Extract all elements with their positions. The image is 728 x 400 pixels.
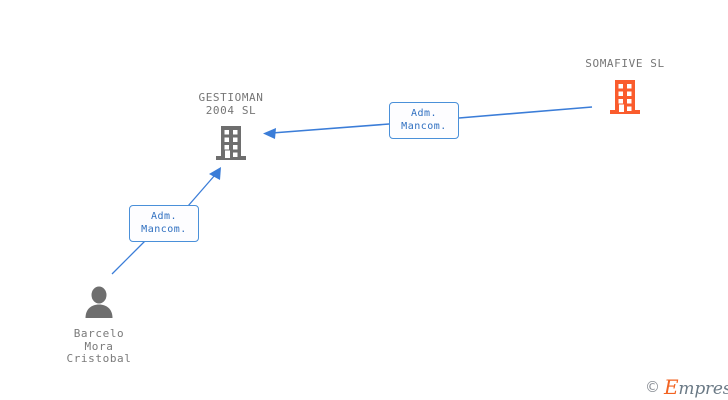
brand-rest: mpresia — [678, 379, 728, 399]
brand-initial: E — [664, 375, 679, 399]
node-gestioman-label: GESTIOMAN 2004 SL — [198, 91, 264, 117]
building-icon — [214, 123, 248, 167]
node-somafive[interactable]: SOMAFIVE SL — [560, 57, 690, 121]
person-icon — [82, 286, 116, 322]
node-barcelo-mora-cristobal[interactable]: Barcelo Mora Cristobal — [44, 286, 154, 366]
building-icon — [608, 77, 642, 121]
edge-label-barcelo-gestioman[interactable]: Adm. Mancom. — [129, 205, 199, 242]
brand-name: Empresia — [664, 375, 728, 399]
node-gestioman[interactable]: GESTIOMAN 2004 SL — [171, 91, 291, 167]
arrowhead-to-gestioman-left — [209, 167, 221, 180]
copyright-icon: © — [645, 378, 660, 396]
node-somafive-label: SOMAFIVE SL — [585, 57, 665, 70]
edge-label-somafive-gestioman[interactable]: Adm. Mancom. — [389, 102, 459, 139]
node-barcelo-label: Barcelo Mora Cristobal — [66, 327, 132, 365]
edge-line-label-to-gestioman-diag — [187, 174, 216, 207]
watermark-empresia: © Empresia — [645, 375, 728, 399]
